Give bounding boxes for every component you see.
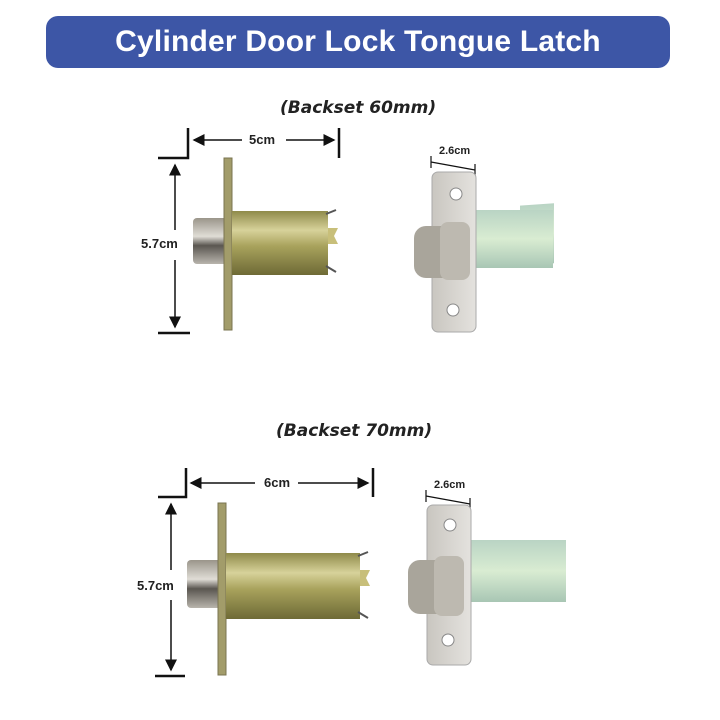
backset-70-label: (Backset 70mm) [276, 421, 433, 441]
latch-faceplate-view-60mm [414, 156, 554, 333]
latch-side-view-60mm [158, 128, 341, 335]
faceplate-width-label-70: 2.6cm [432, 479, 468, 491]
height-label-60: 5.7cm [139, 236, 180, 251]
page-title: Cylinder Door Lock Tongue Latch [115, 25, 601, 58]
title-banner: Cylinder Door Lock Tongue Latch [46, 16, 670, 68]
length-label-60: 5cm [247, 132, 278, 147]
latch-faceplate-view-70mm [408, 490, 566, 666]
faceplate-width-label-60: 2.6cm [437, 145, 473, 157]
height-label-70: 5.7cm [135, 578, 176, 593]
backset-60-label: (Backset 60mm) [280, 98, 437, 118]
latch-side-view-70mm [155, 468, 375, 678]
length-label-70: 6cm [262, 475, 293, 490]
